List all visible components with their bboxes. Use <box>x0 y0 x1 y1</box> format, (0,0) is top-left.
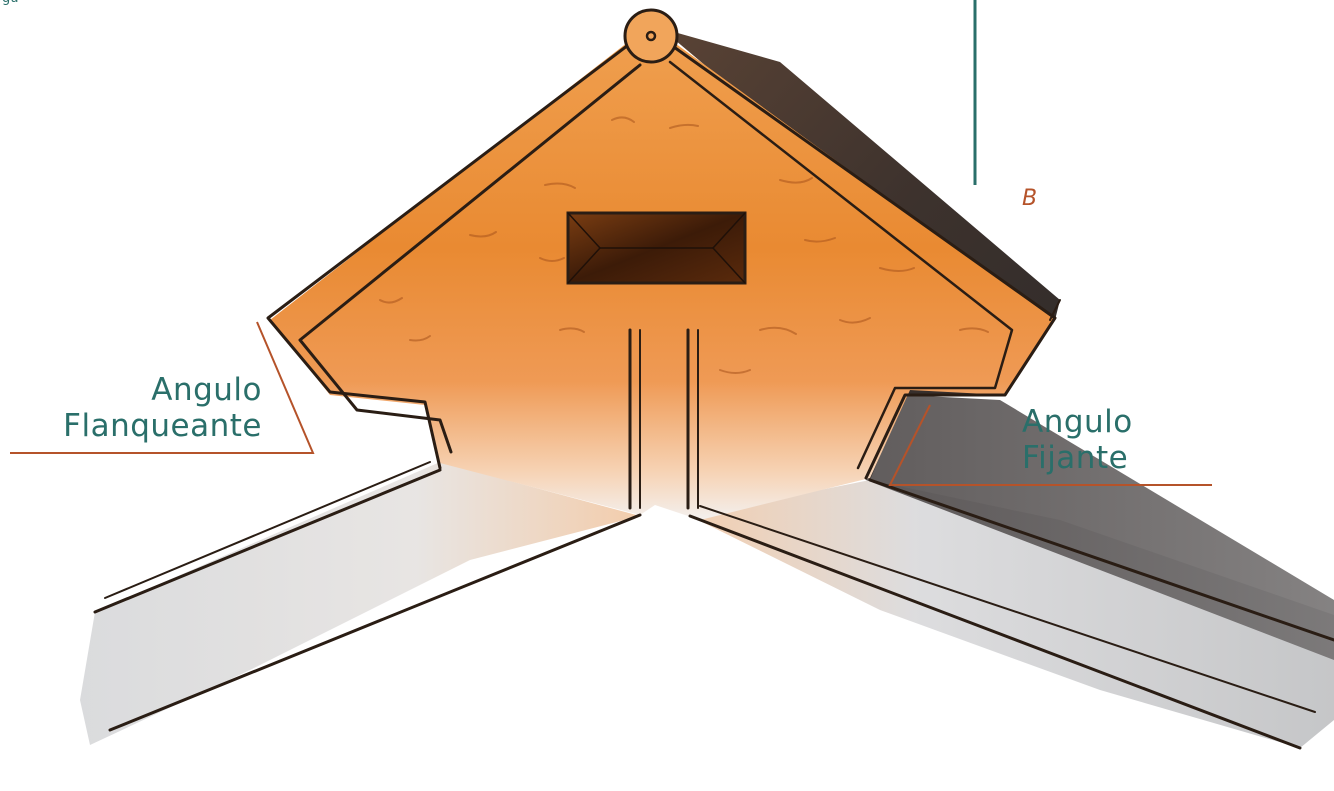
flanking-angle-line2: Flanqueante <box>30 408 262 444</box>
fixing-angle-line1: Angulo <box>1022 404 1133 440</box>
point-b-label: B <box>1022 185 1037 213</box>
flanking-angle-line1: Angulo <box>30 372 262 408</box>
central-cavalier <box>568 213 745 283</box>
apex-turret <box>625 10 677 62</box>
fixing-angle-label: Angulo Fijante <box>1022 404 1133 476</box>
corner-text-fragment: gu <box>2 0 19 7</box>
fixing-angle-line2: Fijante <box>1022 440 1133 476</box>
flanking-angle-label: Angulo Flanqueante <box>30 372 262 444</box>
